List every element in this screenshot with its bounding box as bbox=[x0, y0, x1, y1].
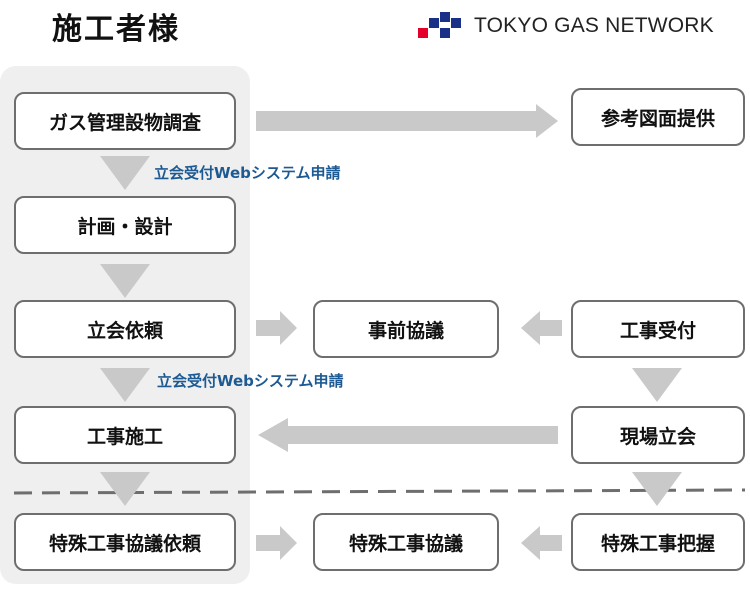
right-arrow-request-to-consultation bbox=[256, 311, 297, 345]
step-planning-design: 計画・設計 bbox=[14, 196, 236, 254]
step-special-work-consultation: 特殊工事協議 bbox=[313, 513, 499, 571]
step-prior-consultation: 事前協議 bbox=[313, 300, 499, 358]
logo-text: TOKYO GAS NETWORK bbox=[474, 14, 714, 37]
step-witness-request: 立会依頼 bbox=[14, 300, 236, 358]
step-gas-pipe-survey: ガス管理設物調査 bbox=[14, 92, 236, 150]
step-special-work-grasp: 特殊工事把握 bbox=[571, 513, 745, 571]
step-work-reception: 工事受付 bbox=[571, 300, 745, 358]
step-special-work-consultation-request: 特殊工事協議依頼 bbox=[14, 513, 236, 571]
page-title: 施工者様 bbox=[52, 12, 180, 47]
web-system-label-1: 立会受付Webシステム申請 bbox=[154, 164, 341, 182]
left-arrow-reception-to-consultation bbox=[521, 311, 562, 345]
down-arrow-plan-to-request bbox=[100, 264, 150, 298]
web-system-label-2: 立会受付Webシステム申請 bbox=[157, 372, 344, 390]
left-arrow-site-to-construction bbox=[258, 418, 558, 452]
down-arrow-construction-to-special bbox=[100, 472, 150, 506]
down-arrow-reception-to-site bbox=[632, 368, 682, 402]
dashed-separator-line bbox=[13, 488, 746, 495]
right-arrow-survey-to-drawings bbox=[256, 104, 558, 138]
checkered-logo-icon bbox=[418, 12, 461, 38]
left-arrow-grasp-to-consultation bbox=[521, 526, 562, 560]
down-arrow-request-to-construction bbox=[100, 368, 150, 402]
right-arrow-special-request-to-consultation bbox=[256, 526, 297, 560]
down-arrow-site-to-special bbox=[632, 472, 682, 506]
down-arrow-survey-to-plan bbox=[100, 156, 150, 190]
tokyo-gas-network-logo: TOKYO GAS NETWORK bbox=[418, 8, 714, 44]
step-site-witness: 現場立会 bbox=[571, 406, 745, 464]
step-reference-drawings: 参考図面提供 bbox=[571, 88, 745, 146]
step-construction: 工事施工 bbox=[14, 406, 236, 464]
